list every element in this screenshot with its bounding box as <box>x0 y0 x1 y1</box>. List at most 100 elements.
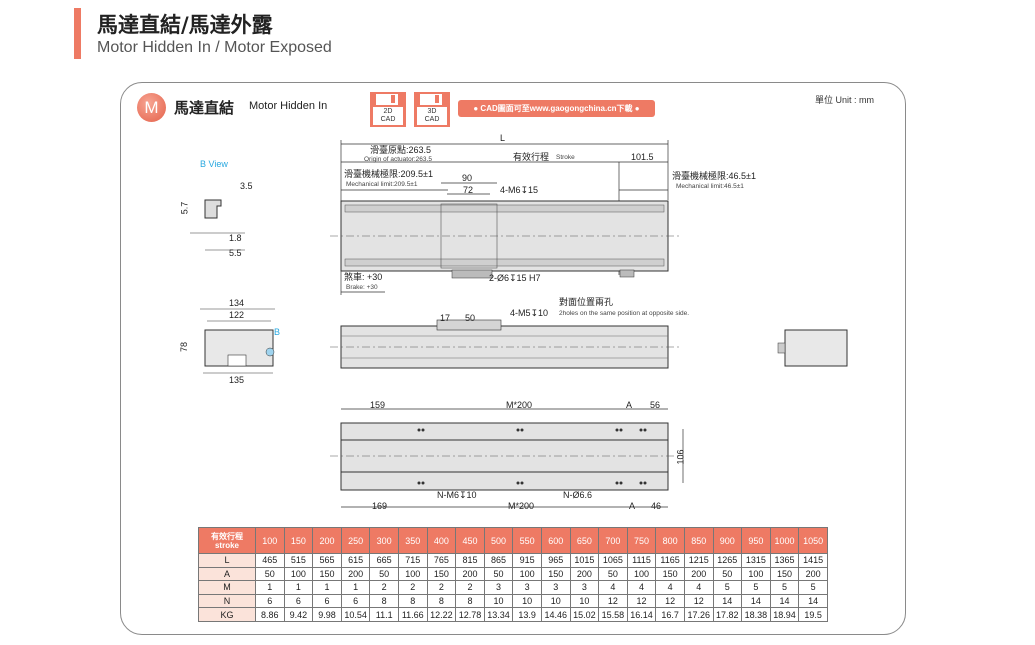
table-cell: 15.58 <box>598 607 628 622</box>
table-cell: 6 <box>312 593 342 609</box>
table-cell: 15.02 <box>569 607 600 622</box>
table-cell: 8.86 <box>255 607 285 622</box>
table-cell: 515 <box>283 553 314 568</box>
dim-169: 169 <box>372 501 388 511</box>
table-cell: 3 <box>512 580 542 595</box>
table-cell: 2 <box>369 580 399 595</box>
stroke-label-en: Stroke <box>556 154 575 161</box>
mech-limit-left: 滑臺機械極限:209.5±1 <box>344 169 433 179</box>
dim-159: 159 <box>370 400 386 410</box>
stroke-column-header: 850 <box>683 527 714 554</box>
table-cell: 150 <box>769 566 800 582</box>
dim-72: 72 <box>463 185 474 195</box>
table-cell: 13.9 <box>512 607 542 622</box>
table-cell: 50 <box>369 566 399 582</box>
stroke-column-header: 100 <box>255 527 285 554</box>
brake-label: 煞車: +30 <box>344 272 383 282</box>
table-cell: 200 <box>683 566 714 582</box>
table-cell: 1365 <box>769 553 800 568</box>
table-cell: 1415 <box>798 553 828 568</box>
table-cell: 100 <box>283 566 314 582</box>
table-cell: 11.1 <box>369 607 399 622</box>
dim-m200-top: M*200 <box>506 400 533 410</box>
table-cell: 200 <box>798 566 828 582</box>
section-title: 馬達直結 <box>174 99 235 117</box>
table-cell: 865 <box>483 553 514 568</box>
table-cell: 12.22 <box>426 607 457 622</box>
stroke-column-header: 350 <box>397 527 428 554</box>
table-cell: 5 <box>798 580 828 595</box>
unit-label: 單位 Unit : mm <box>815 95 875 105</box>
row-label: A <box>198 566 256 582</box>
table-cell: 12 <box>683 593 714 609</box>
hole-m6: 4-M6↧15 <box>500 185 539 195</box>
table-cell: 10 <box>569 593 600 609</box>
hole-m5: 4-M5↧10 <box>510 308 549 318</box>
table-cell: 50 <box>483 566 514 582</box>
dim-90: 90 <box>462 173 473 183</box>
stroke-column-header: 400 <box>426 527 457 554</box>
table-cell: 11.66 <box>397 607 428 622</box>
spec-panel <box>120 82 906 635</box>
dim-50: 50 <box>465 313 476 323</box>
table-cell: 200 <box>340 566 371 582</box>
dim-1-8: 1.8 <box>229 233 242 243</box>
table-cell: 2 <box>397 580 428 595</box>
dim-46: 46 <box>651 501 662 511</box>
table-cell: 12 <box>655 593 685 609</box>
stroke-column-header: 250 <box>340 527 371 554</box>
cad-download-link[interactable]: ● CAD圖面可至www.gaogongchina.cn下載 ● <box>458 100 655 117</box>
stroke-column-header: 900 <box>712 527 743 554</box>
table-cell: 1 <box>255 580 285 595</box>
table-cell: 150 <box>312 566 342 582</box>
table-cell: 8 <box>369 593 399 609</box>
table-cell: 3 <box>540 580 571 595</box>
table-cell: 6 <box>255 593 285 609</box>
table-cell: 150 <box>655 566 685 582</box>
table-cell: 4 <box>683 580 714 595</box>
page-title: 馬達直結/馬達外露 <box>97 13 273 37</box>
table-cell: 50 <box>255 566 285 582</box>
table-cell: 9.98 <box>312 607 342 622</box>
table-cell: 715 <box>397 553 428 568</box>
row-label: KG <box>198 607 256 622</box>
table-cell: 100 <box>512 566 542 582</box>
stroke-column-header: 200 <box>312 527 342 554</box>
table-cell: 100 <box>741 566 771 582</box>
table-cell: 1165 <box>655 553 685 568</box>
table-cell: 1265 <box>712 553 743 568</box>
dim-m200-bottom: M*200 <box>508 501 535 511</box>
dim-78: 78 <box>179 341 190 353</box>
table-cell: 4 <box>626 580 657 595</box>
table-cell: 3 <box>483 580 514 595</box>
table-cell: 3 <box>569 580 600 595</box>
stroke-column-header: 800 <box>655 527 685 554</box>
dim-5-7: 5.7 <box>179 201 190 215</box>
stroke-header-en: stroke <box>214 540 239 550</box>
dim-122: 122 <box>229 310 245 320</box>
table-cell: 5 <box>741 580 771 595</box>
table-cell: 1 <box>312 580 342 595</box>
table-cell: 1315 <box>741 553 771 568</box>
table-cell: 665 <box>369 553 399 568</box>
table-cell: 150 <box>540 566 571 582</box>
table-cell: 150 <box>426 566 457 582</box>
table-cell: 17.82 <box>712 607 743 622</box>
stroke-column-header: 600 <box>540 527 571 554</box>
table-cell: 19.5 <box>798 607 828 622</box>
table-cell: 615 <box>340 553 371 568</box>
table-cell: 9.42 <box>283 607 314 622</box>
opposite-holes-label-en: 2holes on the same position at opposite … <box>559 310 690 317</box>
page-subtitle: Motor Hidden In / Motor Exposed <box>97 39 332 56</box>
pin-hole: 2-Ø6↧15 H7 <box>489 273 541 283</box>
table-cell: 16.7 <box>655 607 685 622</box>
table-cell: 200 <box>569 566 600 582</box>
stroke-column-header: 1000 <box>769 527 800 554</box>
